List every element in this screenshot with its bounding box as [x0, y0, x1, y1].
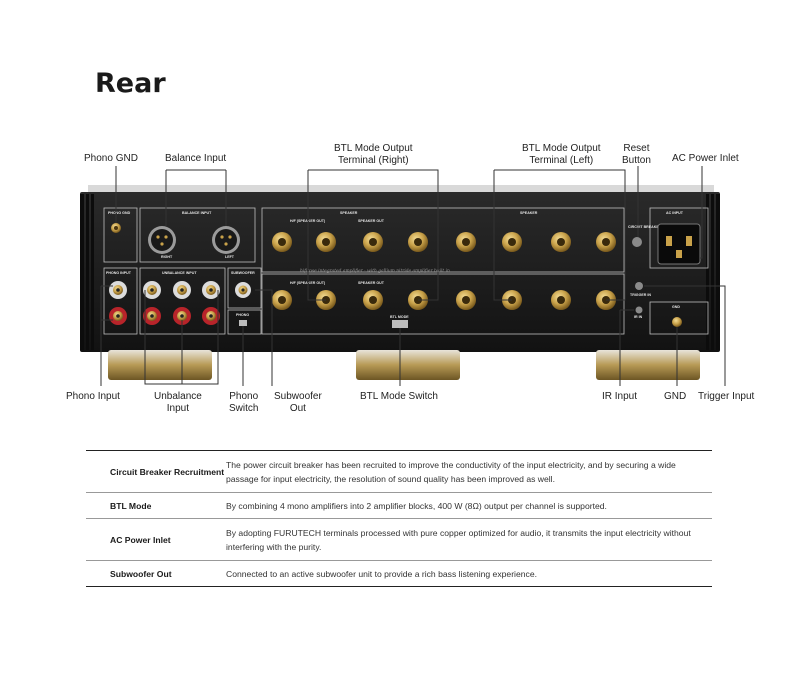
callout-trigger-input: Trigger Input — [698, 391, 755, 402]
panel-label-speaker-left: SPEAKER — [520, 211, 538, 215]
spec-desc: By combining 4 mono amplifiers into 2 am… — [226, 500, 607, 511]
spec-desc: By adopting FURUTECH terminals processed… — [226, 527, 691, 552]
spec-row: Circuit Breaker Recruitment The power ci… — [86, 450, 712, 493]
panel-label-subwoofer: SUBWOOFER — [231, 271, 255, 275]
callout-gnd: GND — [664, 391, 687, 402]
foot-right — [596, 350, 700, 380]
spec-desc: The power circuit breaker has been recru… — [226, 459, 676, 484]
rca-unbalance-white-1 — [143, 281, 161, 299]
xlr-right — [148, 226, 176, 254]
callout-phono-input: Phono Input — [66, 391, 120, 402]
ac-inlet — [657, 223, 701, 265]
page-title: Rear — [95, 68, 166, 99]
trigger-input-jack — [635, 282, 643, 290]
spec-label: Circuit Breaker Recruitment — [110, 466, 225, 477]
rca-unbalance-white-2 — [173, 281, 191, 299]
panel-label-gnd: GND — [672, 305, 680, 309]
side-fins-left — [80, 194, 94, 350]
callout-ac-power-inlet: AC Power Inlet — [672, 153, 739, 164]
panel-label-speaker-out-bottom: SPEAKER OUT — [358, 281, 385, 285]
callout-balance-input: Balance Input — [165, 153, 227, 164]
panel-label-left: LEFT — [225, 255, 235, 259]
rca-phono-red — [109, 307, 127, 325]
rca-unbalance-red-3 — [202, 307, 220, 325]
panel-label-phono-input: PHONO INPUT — [106, 271, 132, 275]
ir-input-jack — [635, 306, 643, 314]
spec-row: Subwoofer Out Connected to an active sub… — [86, 561, 712, 587]
rca-unbalance-white-3 — [202, 281, 220, 299]
speaker-posts-top — [272, 232, 616, 252]
callout-phono-gnd: Phono GND — [84, 153, 138, 164]
rca-phono-white — [109, 281, 127, 299]
spec-row: AC Power Inlet By adopting FURUTECH term… — [86, 519, 712, 561]
callout-btl-mode-switch: BTL Mode Switch — [360, 391, 438, 402]
rca-unbalance-red-2 — [173, 307, 191, 325]
spec-row: BTL Mode By combining 4 mono amplifiers … — [86, 493, 712, 519]
xlr-left — [212, 226, 240, 254]
spec-label: AC Power Inlet — [110, 534, 171, 545]
panel-label-speaker-out-top: SPEAKER OUT — [358, 219, 385, 223]
panel-label-speaker-right: SPEAKER — [340, 211, 358, 215]
top-lid — [88, 185, 714, 193]
gnd-post — [672, 317, 682, 327]
rca-subwoofer — [235, 282, 251, 298]
panel-label-unbalance-input: UNBALANCE INPUT — [162, 271, 197, 275]
panel-label-phono-gnd: PHONO GND — [108, 211, 131, 215]
spec-table: Circuit Breaker Recruitment The power ci… — [86, 450, 712, 587]
rear-panel-diagram: PHONO GND BALANCE INPUT RIGHT LEFT PHONO… — [80, 166, 726, 386]
panel-label-phono: PHONO — [236, 313, 249, 317]
panel-label-right: RIGHT — [161, 255, 173, 259]
panel-label-circuit-breaker: CIRCUIT BREAKER — [628, 225, 662, 229]
side-fins-right — [706, 194, 720, 350]
panel-script: hifirose integrated amplifier · with gal… — [300, 269, 450, 274]
foot-left — [108, 350, 212, 380]
spec-label: Subwoofer Out — [110, 568, 172, 579]
foot-center — [356, 350, 460, 380]
panel-label-btl-mode: BTL MODE — [390, 315, 409, 319]
panel-label-ir-in: IR IN — [634, 315, 643, 319]
reset-button — [632, 237, 642, 247]
spec-label: BTL Mode — [110, 500, 152, 511]
rca-unbalance-red-1 — [143, 307, 161, 325]
panel-label-ac-input: AC INPUT — [666, 211, 684, 215]
phono-switch — [239, 320, 247, 326]
panel-label-balance-input: BALANCE INPUT — [182, 211, 212, 215]
panel-label-trigger-in: TRIGGER IN — [630, 293, 651, 297]
btl-mode-switch — [392, 320, 408, 328]
spec-desc: Connected to an active subwoofer unit to… — [226, 568, 537, 579]
callout-ir-input: IR Input — [602, 391, 638, 402]
